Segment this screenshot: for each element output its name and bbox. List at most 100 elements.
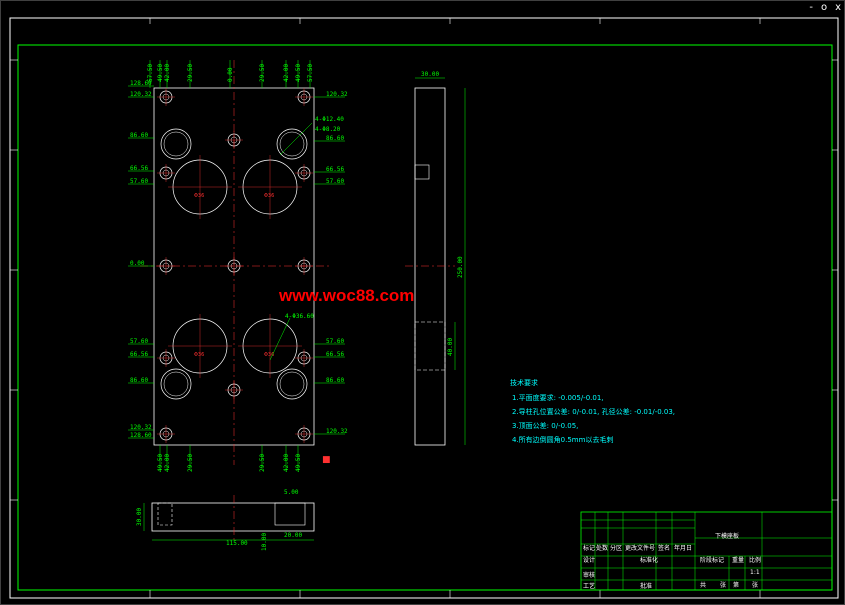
dim-left: 128.60 [130, 432, 152, 439]
dim-left: 86.60 [130, 377, 148, 384]
dim-top: 57.50 [147, 64, 154, 82]
zone-ticks [10, 18, 838, 598]
close-button[interactable]: x [835, 2, 841, 13]
guide-bushing-hole [276, 368, 308, 400]
tb-header-6: 年月日 [674, 544, 692, 552]
tb-sheet-4: 张 [752, 581, 758, 589]
tb-sheet-2: 张 [720, 581, 726, 589]
dim-right: 66.56 [326, 351, 344, 358]
dim-left: 57.60 [130, 178, 148, 185]
bottom-small-dim-3: 20.00 [284, 532, 302, 539]
title-block-grid [581, 512, 832, 590]
bottom-pocket-left [157, 502, 173, 526]
tb-header-1: 标记 [583, 544, 595, 552]
technical-notes: 技术要求 1.平面度要求: -0.005/-0.01, 2.导柱孔位置公差: 0… [510, 378, 675, 444]
dim-top: 29.50 [187, 64, 194, 82]
restore-button[interactable]: o [820, 2, 828, 13]
guide-bushing-hole [276, 128, 308, 160]
dim-top: 57.50 [307, 64, 314, 82]
tb-sheet-3: 第 [733, 581, 739, 589]
leader-line [269, 317, 291, 361]
bottom-small-dim-2: 10.00 [261, 533, 268, 551]
bore-label: Φ36 [194, 193, 204, 199]
dim-right: 86.60 [326, 135, 344, 142]
dim-left: 128.60 [130, 80, 152, 87]
notes-title: 技术要求 [510, 378, 538, 387]
guide-bushing-hole [160, 128, 192, 160]
part-name: 下模座板 [715, 532, 739, 540]
side-pocket-top [414, 164, 430, 180]
tb-header-5: 签名 [658, 544, 670, 552]
inner-frame [17, 44, 833, 591]
dim-top: 49.50 [157, 64, 164, 82]
guide-bushing-hole [160, 368, 192, 400]
dim-bottom: 42.00 [164, 454, 171, 472]
side-view: 30.00 250.00 40.00 [405, 71, 466, 446]
tb-row2-3: 标准化 [640, 556, 658, 564]
window-controls: - o x [809, 2, 841, 13]
bottom-height-dim: 30.00 [136, 508, 143, 526]
dim-right: 120.32 [326, 91, 348, 98]
dim-left: 0.00 [130, 260, 145, 267]
outer-frame [9, 17, 839, 599]
minimize-button[interactable]: - [809, 2, 813, 13]
dim-right: 120.32 [326, 428, 348, 435]
dim-bottom: 49.50 [295, 454, 302, 472]
dim-right: 57.60 [326, 178, 344, 185]
title-block-frame [580, 511, 833, 591]
bore-label: Φ36 [264, 193, 274, 199]
side-height-dim: 250.00 [457, 256, 464, 278]
note-2: 2.导柱孔位置公差: 0/-0.01, 孔径公差: -0.01/-0.03, [512, 407, 675, 416]
tb-label-stage: 阶段标记 [700, 556, 724, 564]
side-outline [414, 87, 446, 446]
dim-left: 57.60 [130, 338, 148, 345]
dim-bottom: 29.50 [187, 454, 194, 472]
dim-top: 49.50 [295, 64, 302, 82]
bottom-pocket-right [274, 502, 306, 526]
dim-top: 42.00 [164, 64, 171, 82]
dim-left: 66.56 [130, 351, 148, 358]
dim-left: 86.60 [130, 132, 148, 139]
guide-bushing-inner [279, 131, 305, 157]
bottom-length-dim: 115.00 [226, 540, 248, 547]
tb-header-2: 处数 [596, 544, 608, 552]
bottom-small-dim-1: 5.00 [284, 489, 299, 496]
guide-bushing-inner [163, 131, 189, 157]
tb-header-3: 分区 [610, 544, 622, 552]
dim-bottom: 42.00 [283, 454, 290, 472]
dim-right: 57.60 [326, 338, 344, 345]
watermark: www.woc88.com [278, 286, 414, 305]
tb-scale: 1:1 [750, 569, 760, 576]
bottom-outline [151, 502, 315, 532]
dim-right: 86.60 [326, 377, 344, 384]
side-inner-dim: 40.00 [447, 338, 454, 356]
view-label: ■ [322, 455, 331, 465]
side-width-dim: 30.00 [421, 71, 439, 78]
dim-top: 42.00 [283, 64, 290, 82]
dim-left: 120.32 [130, 91, 152, 98]
note-3: 3.顶面公差: 0/-0.05, [512, 421, 578, 430]
tb-label-scale: 比例 [749, 556, 761, 564]
title-block: 下模座板 标记 处数 分区 更改文件号 签名 年月日 设计 标准化 阶段标记 重… [580, 511, 833, 591]
hole-note-3: 4-Φ36.60 [285, 313, 314, 320]
tb-row2-1: 设计 [583, 556, 595, 564]
bottom-view: 115.00 30.00 5.00 10.00 20.00 [136, 489, 315, 551]
hole-note-1: 4-Φ12.40 [315, 116, 344, 123]
dim-top: 29.50 [259, 64, 266, 82]
tb-bottom-1: 审核 [583, 571, 595, 579]
guide-bushing-inner [279, 371, 305, 397]
tb-bottom-2: 工艺 [583, 582, 595, 590]
dim-left: 66.56 [130, 165, 148, 172]
tb-bottom-3: 批准 [640, 582, 652, 590]
leader-line [279, 122, 313, 156]
dim-bottom: 49.50 [157, 454, 164, 472]
tb-header-4: 更改文件号 [625, 544, 655, 552]
dim-right: 66.56 [326, 166, 344, 173]
dim-bottom: 29.50 [259, 454, 266, 472]
top-view-extension-lines [128, 60, 345, 470]
bore-label: Φ36 [194, 352, 204, 358]
